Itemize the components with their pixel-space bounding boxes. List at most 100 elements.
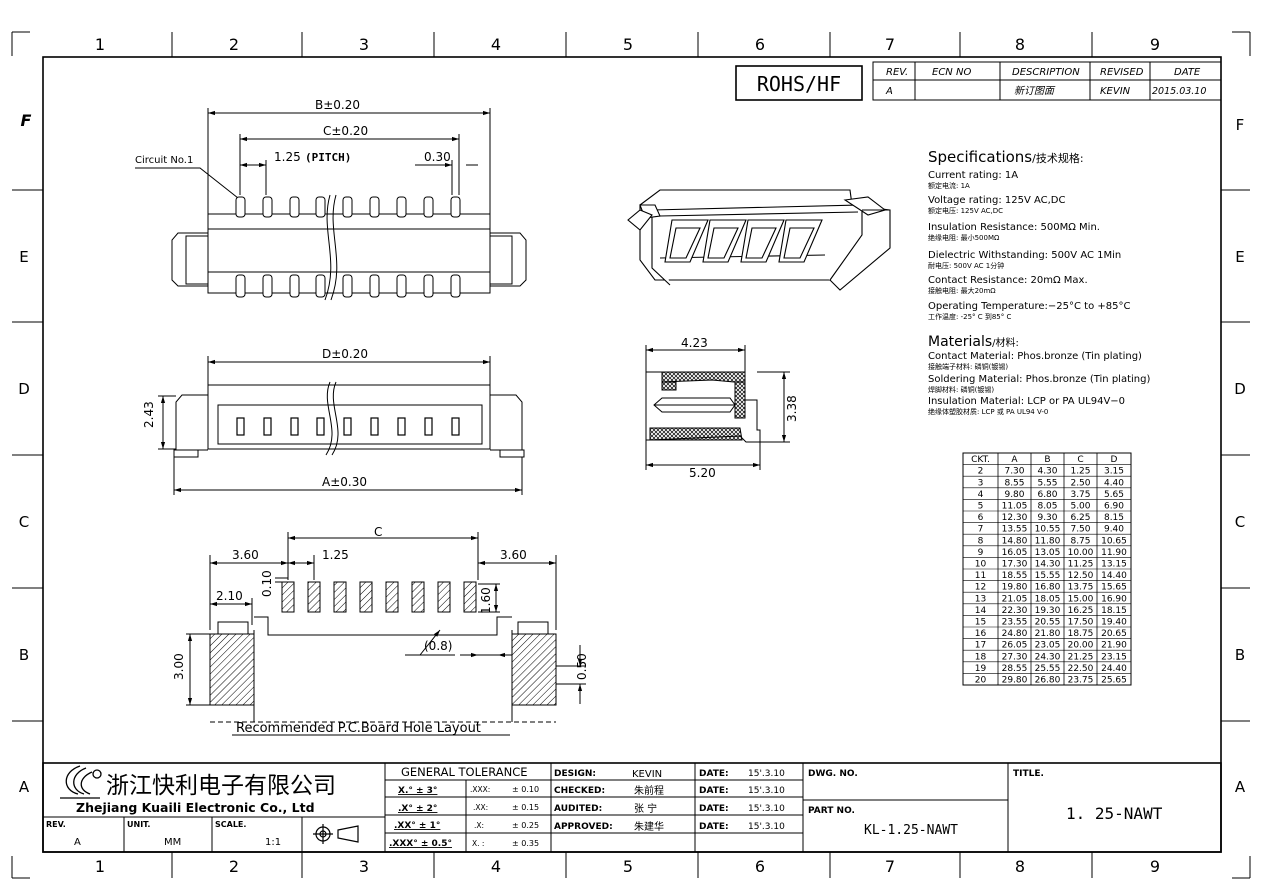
scale-label: SCALE. <box>215 820 246 829</box>
rohs-box: ROHS/HF <box>735 65 863 101</box>
signoff-role: DESIGN: <box>554 769 596 779</box>
ckt-table-cell: 8.75 <box>1070 536 1090 546</box>
dim-b-label: B±0.20 <box>315 98 360 112</box>
pitch-word: (PITCH) <box>305 151 351 164</box>
ckt-table-cell: 5.55 <box>1037 478 1057 488</box>
linear-tol-key: X. : <box>472 839 484 848</box>
ckt-table-cell: 25.65 <box>1101 676 1127 686</box>
ckt-table-cell: 21.25 <box>1068 652 1094 662</box>
ckt-table-cell: 11.80 <box>1035 536 1061 546</box>
rev-value: A <box>74 837 81 848</box>
ckt-table-cell: 7.30 <box>1004 467 1024 477</box>
pcb-dim-c: C <box>374 525 382 539</box>
ckt-table-cell: 22.30 <box>1002 606 1028 616</box>
signoff-name: 张 宁 <box>634 802 657 815</box>
ckt-table-cell: 2.50 <box>1070 478 1090 488</box>
ckt-table-cell: 8.55 <box>1004 478 1024 488</box>
zone-letter: C <box>19 513 29 531</box>
ckt-table-cell: 6.90 <box>1104 502 1124 512</box>
ckt-table-cell: 23.05 <box>1035 641 1061 651</box>
ckt-table-header: C <box>1077 455 1083 465</box>
company-name-en: Zhejiang Kuaili Electronic Co., Ltd <box>76 800 315 815</box>
zone-num: 2 <box>229 857 239 876</box>
spec-item: Contact Resistance: 20mΩ Max. <box>928 275 1088 286</box>
ckt-table-cell: 20.65 <box>1101 629 1127 639</box>
title-block <box>42 762 1222 853</box>
ckt-table-cell: 19.80 <box>1002 583 1028 593</box>
ckt-table-cell: 13.75 <box>1068 583 1094 593</box>
pcb-mount-tabs <box>217 621 549 635</box>
spec-item-cn: 绝缘电阻: 最小500MΩ <box>928 233 1000 242</box>
ckt-table-cell: 16.80 <box>1035 583 1061 593</box>
unit-label: UNIT. <box>127 820 150 829</box>
scale-value: 1:1 <box>265 837 281 848</box>
ckt-table-cell: 17 <box>975 641 986 651</box>
ckt-table-cell: 1.25 <box>1070 467 1090 477</box>
rev-label: REV. <box>46 820 66 829</box>
top-view-pins <box>235 196 461 298</box>
iso-view <box>627 189 891 291</box>
ckt-table-cell: 29.80 <box>1002 676 1028 686</box>
part-no-label: PART NO. <box>808 806 855 816</box>
pcb-right-margin: 3.60 <box>500 548 527 562</box>
signoff-date-label: DATE: <box>699 786 729 796</box>
zone-num: 9 <box>1150 35 1160 54</box>
revision-table: REV. ECN NO DESCRIPTION REVISED DATE A 新… <box>872 61 1222 101</box>
ckt-table-cell: 22.50 <box>1068 664 1094 674</box>
ckt-table-cell: 18.05 <box>1035 594 1061 604</box>
ckt-table-cell: 13 <box>975 594 986 604</box>
angle-tol: .XXX° ± 0.5° <box>389 839 452 849</box>
ckt-table-cell: 14.80 <box>1002 536 1028 546</box>
materials-heading: Materials/材料: <box>928 334 1019 350</box>
linear-tol-val: ± 0.35 <box>512 839 539 848</box>
ckt-table-cell: 4 <box>978 490 984 500</box>
spec-item-cn: 耐电压: 500V AC 1分钟 <box>928 261 1004 270</box>
ckt-table-cell: 17.30 <box>1002 560 1028 570</box>
ckt-table-cell: 21.90 <box>1101 641 1127 651</box>
zone-letter: C <box>1235 513 1245 531</box>
signoff-date-label: DATE: <box>699 769 729 779</box>
material-item: Contact Material: Phos.bronze (Tin plati… <box>928 351 1142 362</box>
signoff-name: 朱建华 <box>634 820 664 833</box>
ckt-table-cell: 10.65 <box>1101 536 1127 546</box>
date-value: 2015.03.10 <box>1152 86 1206 97</box>
zone-num: 8 <box>1015 35 1025 54</box>
zone-num: 6 <box>755 857 765 876</box>
ckt-table-cell: 6 <box>978 513 984 523</box>
pcb-left-margin: 3.60 <box>232 548 259 562</box>
linear-tol-key: .XX: <box>473 803 488 812</box>
ckt-table-cell: 19.30 <box>1035 606 1061 616</box>
ckt-table-cell: 8.05 <box>1037 502 1057 512</box>
angle-tol: .XX° ± 1° <box>394 821 440 831</box>
zone-letter: D <box>1234 380 1246 398</box>
ckt-table-cell: 6.80 <box>1037 490 1057 500</box>
unit-value: MM <box>164 837 181 848</box>
zone-num: 5 <box>623 857 633 876</box>
ckt-table-cell: 7 <box>978 525 984 535</box>
ckt-table-cell: 9 <box>978 548 984 558</box>
ckt-table-header: CKT. <box>971 455 990 465</box>
spec-item: Operating Temperature:−25°C to +85°C <box>928 301 1130 312</box>
ckt-table-cell: 23.55 <box>1002 618 1028 628</box>
pcb-pitch: 1.25 <box>322 548 349 562</box>
zone-letter: A <box>19 778 30 796</box>
ckt-table-cell: 26.05 <box>1002 641 1028 651</box>
rohs-label: ROHS/HF <box>757 72 841 96</box>
linear-tol-val: ± 0.25 <box>512 821 539 830</box>
signoff-name: KEVIN <box>632 769 662 780</box>
angle-tol: .X° ± 2° <box>398 804 437 814</box>
height-label: 2.43 <box>142 401 156 428</box>
ckt-table-cell: 14 <box>975 606 987 616</box>
ckt-table-cell: 25.55 <box>1035 664 1061 674</box>
ckt-table-cell: 21.05 <box>1002 594 1028 604</box>
zone-letter: F <box>21 111 32 130</box>
ckt-table-cell: 14.30 <box>1035 560 1061 570</box>
ckt-table-cell: 7.50 <box>1070 525 1090 535</box>
specifications: Specifications/技术规格: Current rating: 1A … <box>928 148 1130 321</box>
ckt-table-cell: 5.00 <box>1070 502 1090 512</box>
date-header: DATE <box>1174 67 1201 78</box>
ckt-table-cell: 9.40 <box>1104 525 1124 535</box>
signoff-date: 15'.3.10 <box>748 822 785 832</box>
ckt-table-cell: 4.30 <box>1037 467 1057 477</box>
